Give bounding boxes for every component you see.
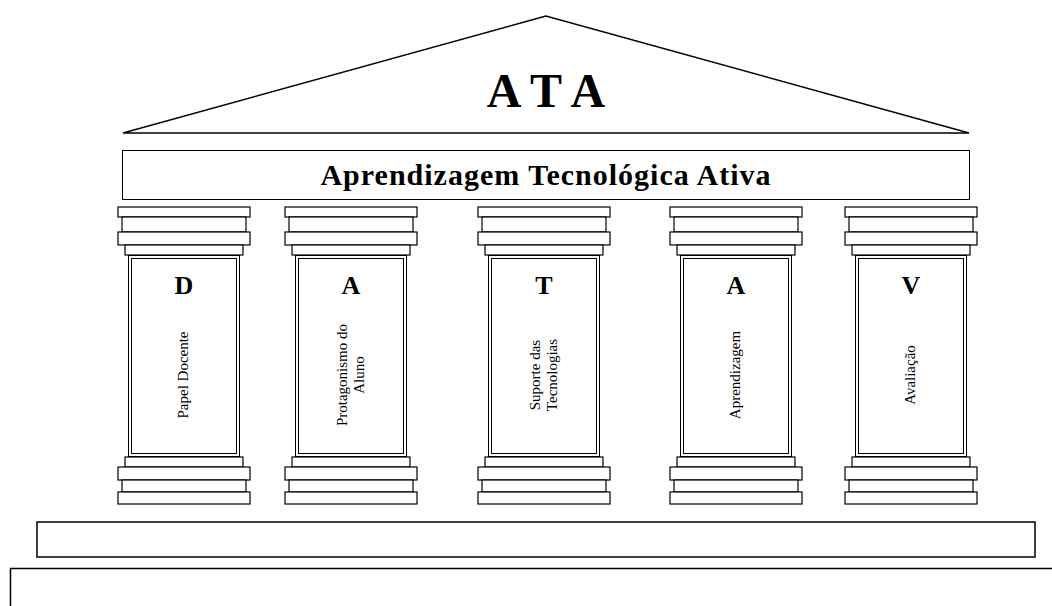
column-ring xyxy=(849,480,973,492)
column-ring xyxy=(482,480,606,492)
pediment-triangle: A T A xyxy=(122,15,970,134)
column-shaft: A Aprendizagem xyxy=(680,255,792,457)
column-ring xyxy=(122,480,246,492)
column-ring xyxy=(292,245,410,255)
column-letter: A xyxy=(299,273,403,299)
column-ring xyxy=(670,232,802,245)
column-ring xyxy=(122,217,246,232)
column-ring xyxy=(677,457,795,467)
column-ring xyxy=(852,457,970,467)
column-ring xyxy=(118,232,250,245)
column-ring xyxy=(125,457,243,467)
column-ring xyxy=(670,492,802,504)
column-shaft: V Avaliação xyxy=(855,255,967,457)
column-shaft: D Papel Docente xyxy=(128,255,240,457)
column-ring xyxy=(674,217,798,232)
column-shaft: A Protagonismo do Aluno xyxy=(295,255,407,457)
column-ring xyxy=(285,207,417,217)
upper-step xyxy=(37,522,1035,557)
title-band: Aprendizagem Tecnológica Ativa xyxy=(122,150,970,200)
column-ring xyxy=(485,245,603,255)
column-ring xyxy=(285,492,417,504)
column-label: Avaliação xyxy=(902,311,919,439)
column-label: Protagonismo do Aluno xyxy=(334,311,369,439)
column-ring xyxy=(852,245,970,255)
column-ring xyxy=(125,245,243,255)
column-ring xyxy=(478,467,610,480)
column-letter: V xyxy=(859,273,963,299)
column-ring xyxy=(118,207,250,217)
band-title: Aprendizagem Tecnológica Ativa xyxy=(320,157,771,193)
column-letter: A xyxy=(684,273,788,299)
column-letter: T xyxy=(492,273,596,299)
column-ring xyxy=(485,457,603,467)
column-letter: D xyxy=(132,273,236,299)
column-shaft: T Suporte das Tecnologias xyxy=(488,255,600,457)
column-ring xyxy=(478,232,610,245)
column-ring xyxy=(478,492,610,504)
column-label: Suporte das Tecnologias xyxy=(527,311,562,439)
pediment-title: A T A xyxy=(122,67,970,115)
column-ring xyxy=(118,467,250,480)
column-ring xyxy=(677,245,795,255)
column-ring xyxy=(482,217,606,232)
column-ring xyxy=(285,232,417,245)
column-ring xyxy=(674,480,798,492)
column-ring xyxy=(845,492,977,504)
column-ring xyxy=(292,457,410,467)
column-ring xyxy=(285,467,417,480)
triangle-shape xyxy=(123,16,969,133)
column-ring xyxy=(845,207,977,217)
lower-step xyxy=(11,569,1052,606)
column-ring xyxy=(118,492,250,504)
column-ring xyxy=(289,480,413,492)
column-ring xyxy=(478,207,610,217)
column-ring xyxy=(289,217,413,232)
column-ring xyxy=(670,467,802,480)
column-ring xyxy=(845,467,977,480)
column-ring xyxy=(670,207,802,217)
column-label: Aprendizagem xyxy=(727,311,744,439)
column-parts xyxy=(118,207,977,504)
column-label: Papel Docente xyxy=(175,311,192,439)
column-ring xyxy=(845,232,977,245)
column-ring xyxy=(849,217,973,232)
